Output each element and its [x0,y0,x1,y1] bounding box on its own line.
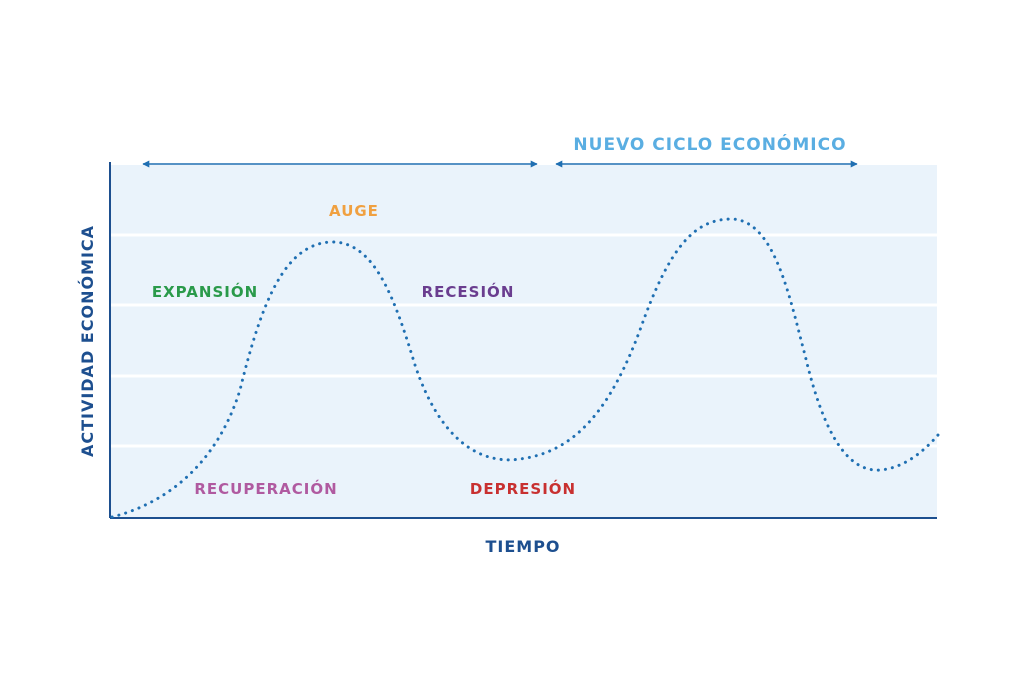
boom-label: AUGE [329,202,379,220]
plot-area [110,165,937,518]
expansion-label: EXPANSIÓN [152,282,258,301]
new-cycle-label: NUEVO CICLO ECONÓMICO [573,133,846,155]
recovery-label: RECUPERACIÓN [194,479,337,498]
depression-label: DEPRESIÓN [470,479,576,498]
y-axis-label: ACTIVIDAD ECONÓMICA [78,225,97,457]
economic-activity-curve [110,217,940,519]
x-axis-label: TIEMPO [485,537,560,556]
recession-label: RECESIÓN [422,282,515,301]
